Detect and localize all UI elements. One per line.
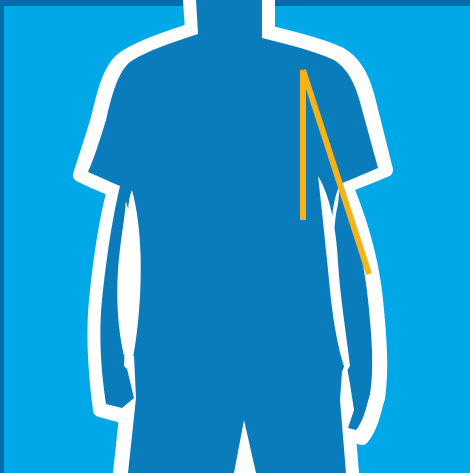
body-silhouette-illustration [0, 0, 470, 473]
illustration-canvas [0, 0, 470, 473]
